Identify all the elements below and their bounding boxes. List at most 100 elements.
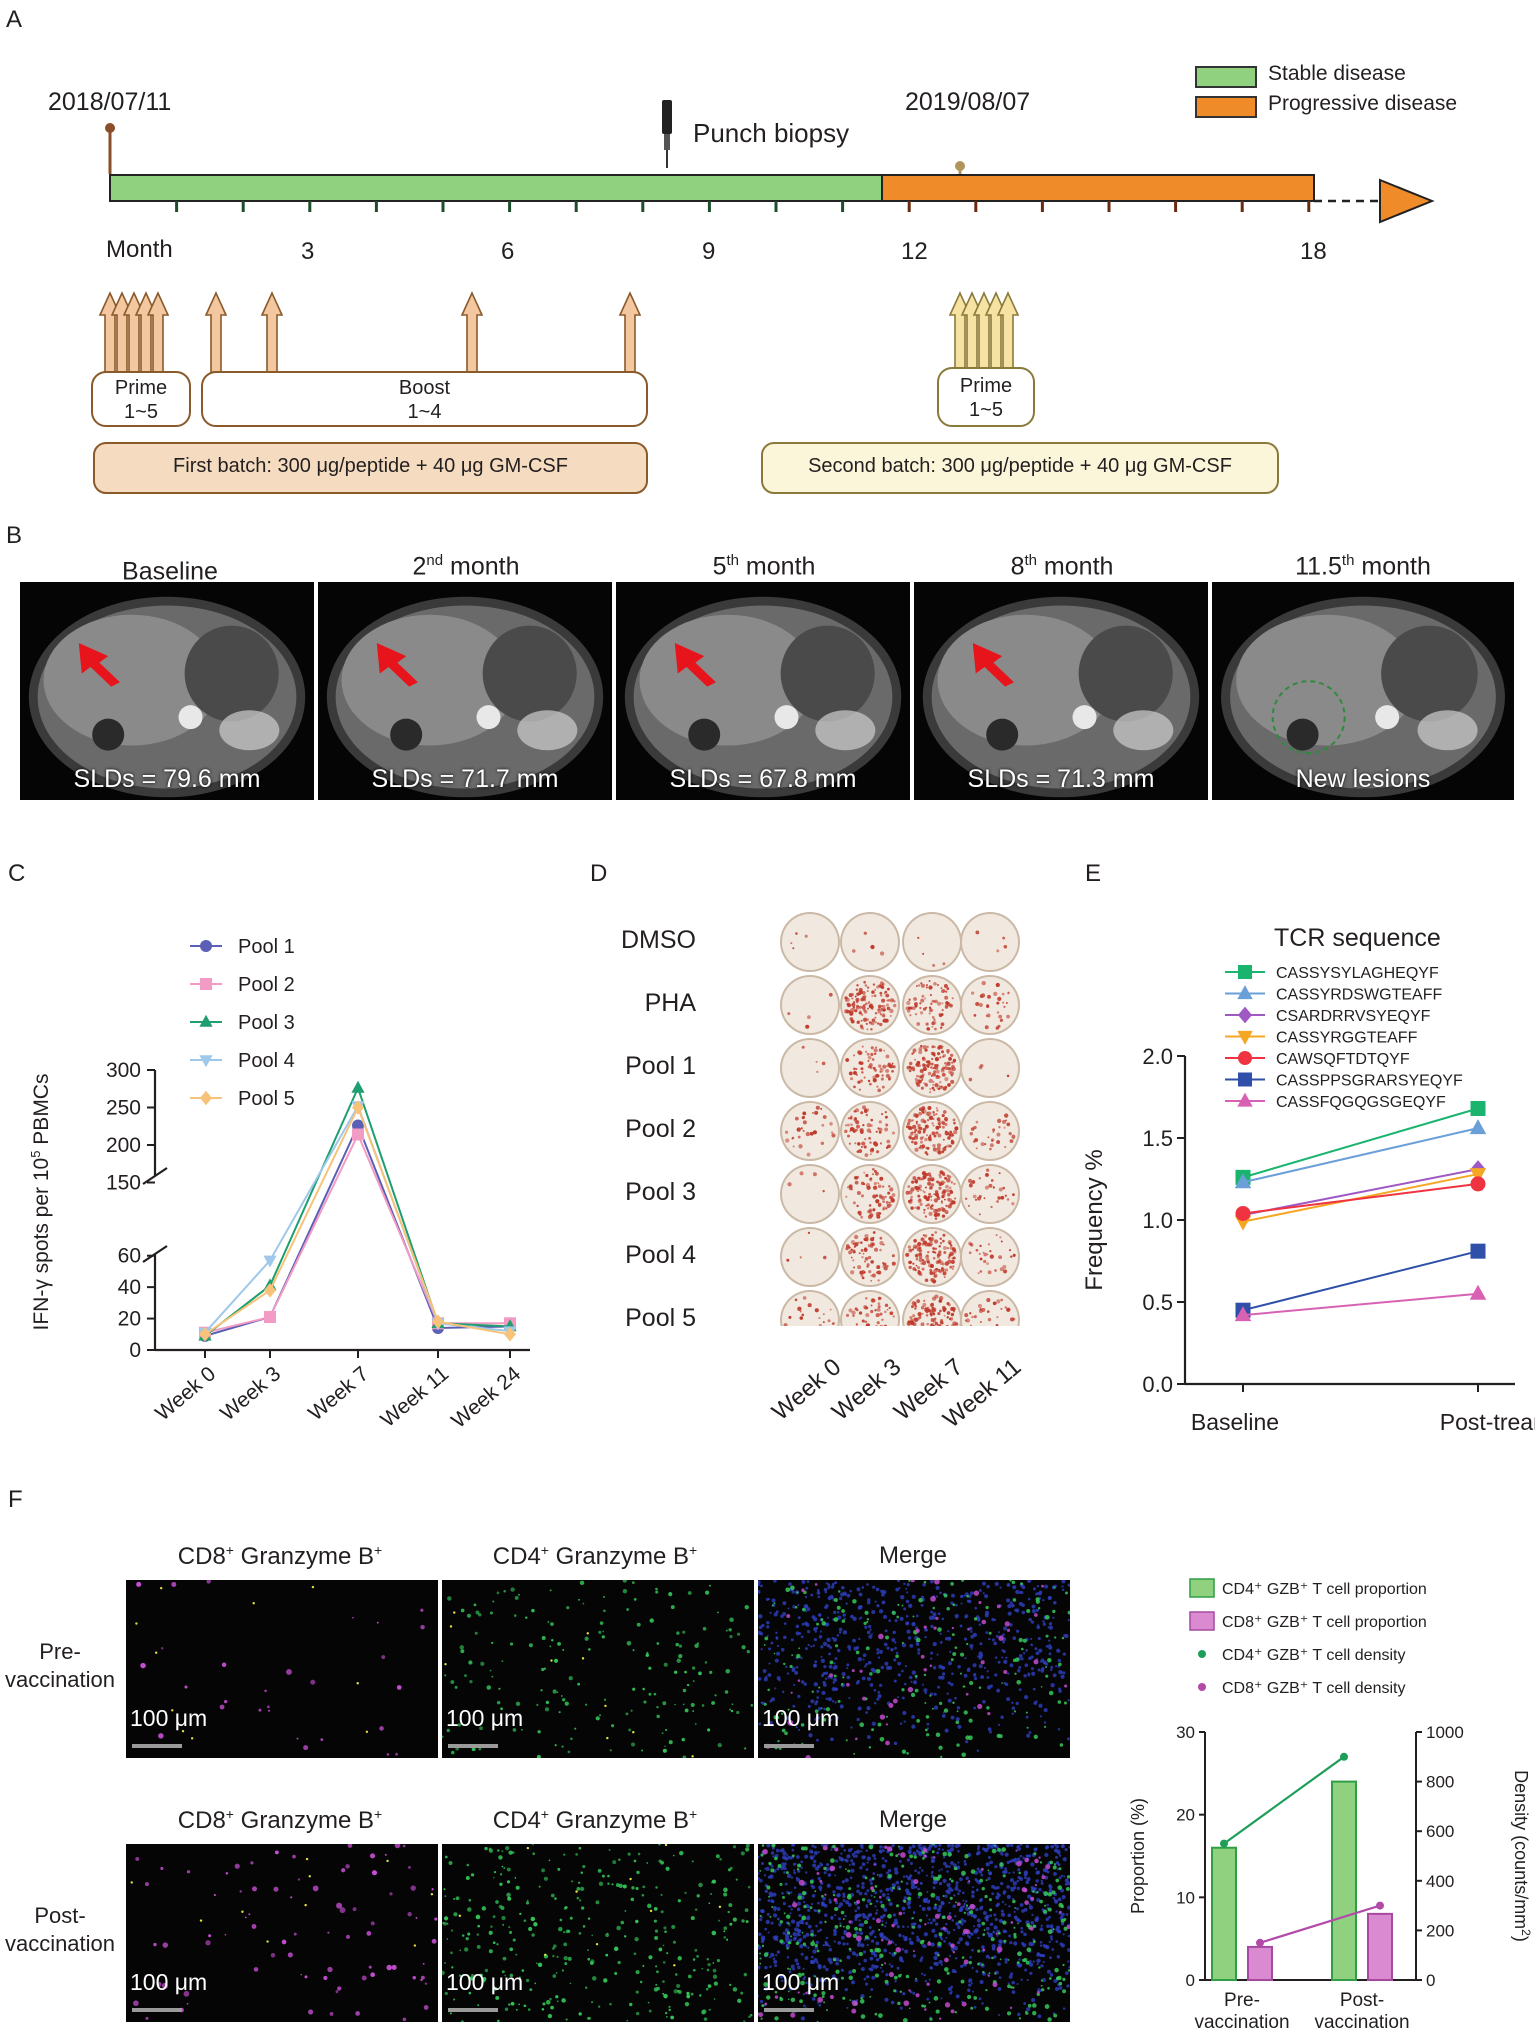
y-tick-label-right: 1000 — [1426, 1723, 1464, 1742]
data-point — [1234, 1306, 1252, 1322]
legend-label-progressive: Progressive disease — [1268, 92, 1458, 115]
y-tick-label: 60 — [118, 1245, 141, 1268]
timeline-graphic — [91, 100, 1435, 494]
panel-letter-e: E — [1085, 860, 1102, 887]
legend-label: CASSFQGQGSGEQYF — [1276, 1094, 1446, 1111]
data-point — [351, 1080, 365, 1093]
x-tick-label: Week 11 — [376, 1362, 453, 1432]
well-row-label: Pool 4 — [625, 1241, 696, 1269]
data-point — [264, 1311, 276, 1323]
data-point — [1235, 1205, 1251, 1221]
y-tick-label: 250 — [106, 1097, 141, 1120]
if-image-post-cd8: 100 μm — [126, 1844, 438, 2022]
data-point — [352, 1128, 364, 1141]
density-line — [1259, 1904, 1381, 1944]
data-point — [352, 1100, 364, 1115]
legend-marker — [200, 940, 212, 952]
bar — [1367, 1912, 1393, 1981]
mri-title-4: 11.5th month — [1295, 552, 1431, 581]
batch2-label: Second batch: 300 μg/peptide + 40 μg GM-… — [808, 455, 1232, 477]
if-image-pre-cd4: 100 μm — [442, 1580, 754, 1758]
legend-label: Pool 5 — [238, 1088, 295, 1110]
y-tick-label-right: 600 — [1426, 1822, 1454, 1841]
y-tick-label: 2.0 — [1142, 1044, 1173, 1069]
legend-marker — [1238, 1006, 1252, 1024]
legend-marker — [1237, 1030, 1253, 1045]
mri-image-0: SLDs = 79.6 mm — [20, 582, 314, 800]
y-tick-label-left: 0 — [1186, 1971, 1195, 1990]
biopsy-label: Punch biopsy — [693, 118, 850, 148]
bar — [1331, 1780, 1357, 1981]
legend-label: CD4⁺ GZB⁺ T cell proportion — [1222, 1581, 1427, 1598]
mri-image-2: SLDs = 67.8 mm — [616, 582, 910, 800]
if-image-pre-merge: 100 μm — [758, 1580, 1070, 1758]
y-tick-label-left: 10 — [1176, 1888, 1195, 1907]
y-tick-label: 200 — [106, 1134, 141, 1157]
series-line — [1242, 1250, 1479, 1312]
mri-caption-4: New lesions — [1295, 765, 1431, 793]
data-point — [1469, 1284, 1487, 1300]
well-row-label: Pool 1 — [625, 1052, 696, 1080]
legend-marker — [1238, 1072, 1252, 1087]
legend-marker — [200, 978, 212, 990]
panel-letter-b: B — [6, 522, 23, 549]
panel-letter-c: C — [8, 860, 26, 887]
density-point — [1220, 1839, 1228, 1848]
tick-label-9: 9 — [702, 238, 716, 265]
y-tick-label-right: 800 — [1426, 1773, 1454, 1792]
legend-label: CD8⁺ GZB⁺ T cell proportion — [1222, 1614, 1427, 1631]
legend-marker — [200, 1090, 212, 1106]
red-arrow-icon — [674, 643, 716, 687]
legend-label: CSARDRRVSYEQYF — [1276, 1008, 1431, 1025]
punch-biopsy-icon — [662, 100, 672, 168]
legend-swatch-progressive — [1195, 96, 1257, 118]
x-tick-label: vaccination — [1194, 2012, 1289, 2033]
lesion-circle-icon — [1271, 680, 1346, 755]
if-title-r1-c0: CD8+ Granzyme B+ — [177, 1806, 383, 1834]
batch1-label: First batch: 300 μg/peptide + 40 μg GM-C… — [173, 455, 568, 477]
x-tick-label: Week 3 — [216, 1362, 285, 1425]
legend-label: CAWSQFTDTQYF — [1276, 1051, 1410, 1068]
legend-label: CASSYSYLAGHEQYF — [1276, 965, 1439, 982]
data-point — [263, 1255, 277, 1268]
legend-swatch-stable — [1195, 66, 1257, 88]
mri-image-4: New lesions — [1212, 582, 1514, 800]
legend-label-stable: Stable disease — [1268, 62, 1406, 85]
mri-image-1: SLDs = 71.7 mm — [318, 582, 612, 800]
legend-label: Pool 4 — [238, 1050, 295, 1072]
density-point — [1340, 1752, 1348, 1761]
progressive-bar — [881, 174, 1315, 202]
legend-marker — [1238, 1051, 1252, 1065]
y-tick-label: 0.5 — [1142, 1290, 1173, 1315]
panel-letter-f: F — [8, 1486, 23, 1513]
bar — [1211, 1846, 1237, 1981]
legend-swatch — [1189, 1611, 1215, 1631]
y-tick-label-left: 20 — [1176, 1806, 1195, 1825]
elispot-wells — [780, 912, 1020, 1326]
panel-letter-d: D — [590, 860, 608, 887]
series-line — [1242, 1168, 1479, 1217]
tick-label-3: 3 — [301, 238, 315, 265]
mri-title-0: Baseline — [122, 557, 218, 586]
density-point — [1376, 1901, 1384, 1910]
legend-label: CASSYRDSWGTEAFF — [1276, 987, 1442, 1004]
legend-marker — [199, 1055, 213, 1068]
panel-letter-a: A — [6, 6, 23, 33]
series-line — [1242, 1292, 1479, 1317]
y-tick-label: 0.0 — [1142, 1372, 1173, 1397]
legend-label: Pool 3 — [238, 1012, 295, 1034]
legend-marker — [1238, 965, 1252, 979]
if-image-post-merge: 100 μm — [758, 1844, 1070, 2022]
legend-title: TCR sequence — [1274, 924, 1441, 952]
data-point — [1469, 1168, 1487, 1184]
density-point — [1256, 1938, 1264, 1947]
mri-caption-3: SLDs = 71.3 mm — [967, 765, 1155, 793]
series-line — [1242, 1127, 1479, 1184]
red-arrow-icon — [972, 643, 1014, 687]
y-tick-label-right: 0 — [1426, 1971, 1435, 1990]
mri-title-2: 5th month — [712, 552, 816, 581]
mri-image-3: SLDs = 71.3 mm — [914, 582, 1208, 800]
